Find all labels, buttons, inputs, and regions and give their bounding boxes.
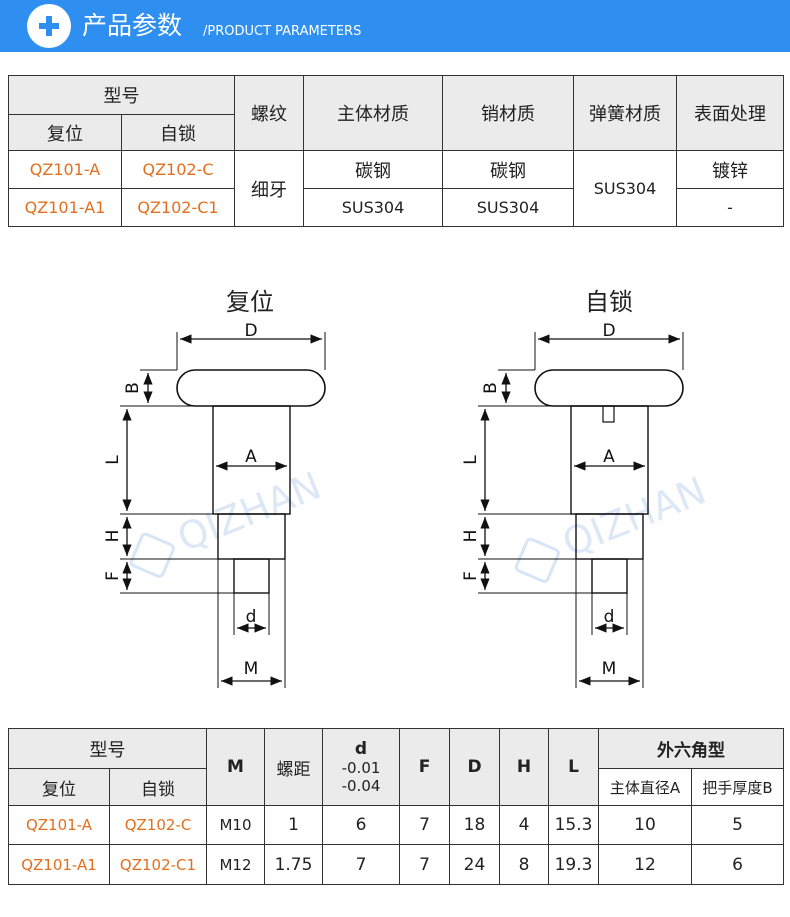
material-table: 型号 螺纹 主体材质 销材质 弹簧材质 表面处理 复位 自锁 QZ101-A Q…: [8, 75, 784, 227]
m-header: M: [206, 728, 265, 806]
header-bar: 产品参数 /PRODUCT PARAMETERS: [0, 0, 790, 52]
thread-value: 细牙: [234, 150, 304, 227]
pitch-value: 1: [264, 805, 323, 845]
pin-material-header: 销材质: [442, 75, 574, 151]
dim-H: H: [461, 530, 481, 543]
lock-drawing: 自锁 D B L H F A: [461, 288, 684, 688]
D-value: 24: [449, 844, 500, 885]
b-value: 5: [691, 805, 784, 845]
reset-model: QZ101-A: [8, 150, 122, 189]
pitch-header: 螺距: [264, 728, 323, 806]
lock-header: 自锁: [121, 114, 235, 151]
dim-F: F: [103, 571, 123, 581]
l-header: L: [548, 728, 599, 806]
l-value: 19.3: [548, 844, 599, 885]
handle-thickness-header: 把手厚度B: [691, 768, 784, 806]
plus-icon: [27, 4, 71, 48]
reset-drawing-title: 复位: [226, 288, 274, 316]
d-header-label: d: [354, 739, 368, 759]
dim-B: B: [123, 382, 143, 394]
watermark-text: QIZHAN: [171, 463, 327, 560]
reset-header: 复位: [8, 114, 122, 151]
lock-model: QZ102-C: [109, 805, 207, 845]
model-header: 型号: [8, 75, 235, 115]
d-tolerance-lower: -0.04: [341, 777, 381, 795]
dim-d: d: [604, 607, 615, 627]
dim-D: D: [602, 321, 615, 341]
reset-model: QZ101-A: [8, 805, 110, 845]
b-value: 6: [691, 844, 784, 885]
pin-material: 碳钢: [442, 150, 574, 189]
spring-material-header: 弹簧材质: [573, 75, 677, 151]
dim-d: d: [246, 607, 257, 627]
body-material: SUS304: [303, 188, 443, 227]
f-value: 7: [399, 844, 450, 885]
D-header: D: [449, 728, 500, 806]
a-value: 10: [598, 805, 692, 845]
lock-model: QZ102-C1: [109, 844, 207, 885]
dim-L: L: [461, 455, 481, 465]
thread-header: 螺纹: [234, 75, 304, 151]
body-material: 碳钢: [303, 150, 443, 189]
dim-F: F: [461, 571, 481, 581]
pitch-value: 1.75: [264, 844, 323, 885]
d-header: d -0.01 -0.04: [322, 728, 400, 806]
hex-header: 外六角型: [598, 728, 784, 769]
spring-material: SUS304: [573, 150, 677, 227]
a-value: 12: [598, 844, 692, 885]
watermark-right: QIZHAN: [514, 468, 712, 583]
model-header: 型号: [8, 728, 207, 769]
dim-B: B: [481, 382, 501, 394]
header-title: 产品参数: [82, 11, 183, 40]
watermark-left: QIZHAN: [129, 463, 327, 578]
lock-model: QZ102-C1: [121, 188, 235, 227]
d-value: 7: [322, 844, 400, 885]
pin-material: SUS304: [442, 188, 574, 227]
header-subtitle: /PRODUCT PARAMETERS: [203, 24, 362, 39]
reset-model: QZ101-A1: [8, 844, 110, 885]
dim-M: M: [244, 659, 259, 679]
body-material-header: 主体材质: [303, 75, 443, 151]
m-value: M10: [206, 805, 265, 845]
h-value: 8: [499, 844, 549, 885]
dimension-table: 型号 M 螺距 d -0.01 -0.04 F D H L 外六角型 复位 自锁…: [8, 728, 784, 885]
surface-header: 表面处理: [676, 75, 784, 151]
dim-D: D: [244, 321, 257, 341]
surface-treatment: -: [676, 188, 784, 227]
dim-H: H: [103, 530, 123, 543]
D-value: 18: [449, 805, 500, 845]
d-tolerance-upper: -0.01: [341, 759, 381, 777]
f-value: 7: [399, 805, 450, 845]
dim-A: A: [603, 447, 615, 467]
reset-header: 复位: [8, 768, 110, 806]
lock-header: 自锁: [109, 768, 207, 806]
l-value: 15.3: [548, 805, 599, 845]
m-value: M12: [206, 844, 265, 885]
dimension-drawings: QIZHAN QIZHAN 复位 D B L H: [103, 288, 712, 688]
d-value: 6: [322, 805, 400, 845]
f-header: F: [399, 728, 450, 806]
h-value: 4: [499, 805, 549, 845]
reset-drawing: 复位 D B L H F A: [103, 288, 326, 688]
body-diameter-header: 主体直径A: [598, 768, 692, 806]
dim-L: L: [103, 455, 123, 465]
h-header: H: [499, 728, 549, 806]
reset-model: QZ101-A1: [8, 188, 122, 227]
lock-drawing-title: 自锁: [585, 288, 633, 316]
dim-M: M: [602, 659, 617, 679]
dim-A: A: [245, 447, 257, 467]
surface-treatment: 镀锌: [676, 150, 784, 189]
lock-model: QZ102-C: [121, 150, 235, 189]
watermark-text: QIZHAN: [556, 468, 712, 565]
